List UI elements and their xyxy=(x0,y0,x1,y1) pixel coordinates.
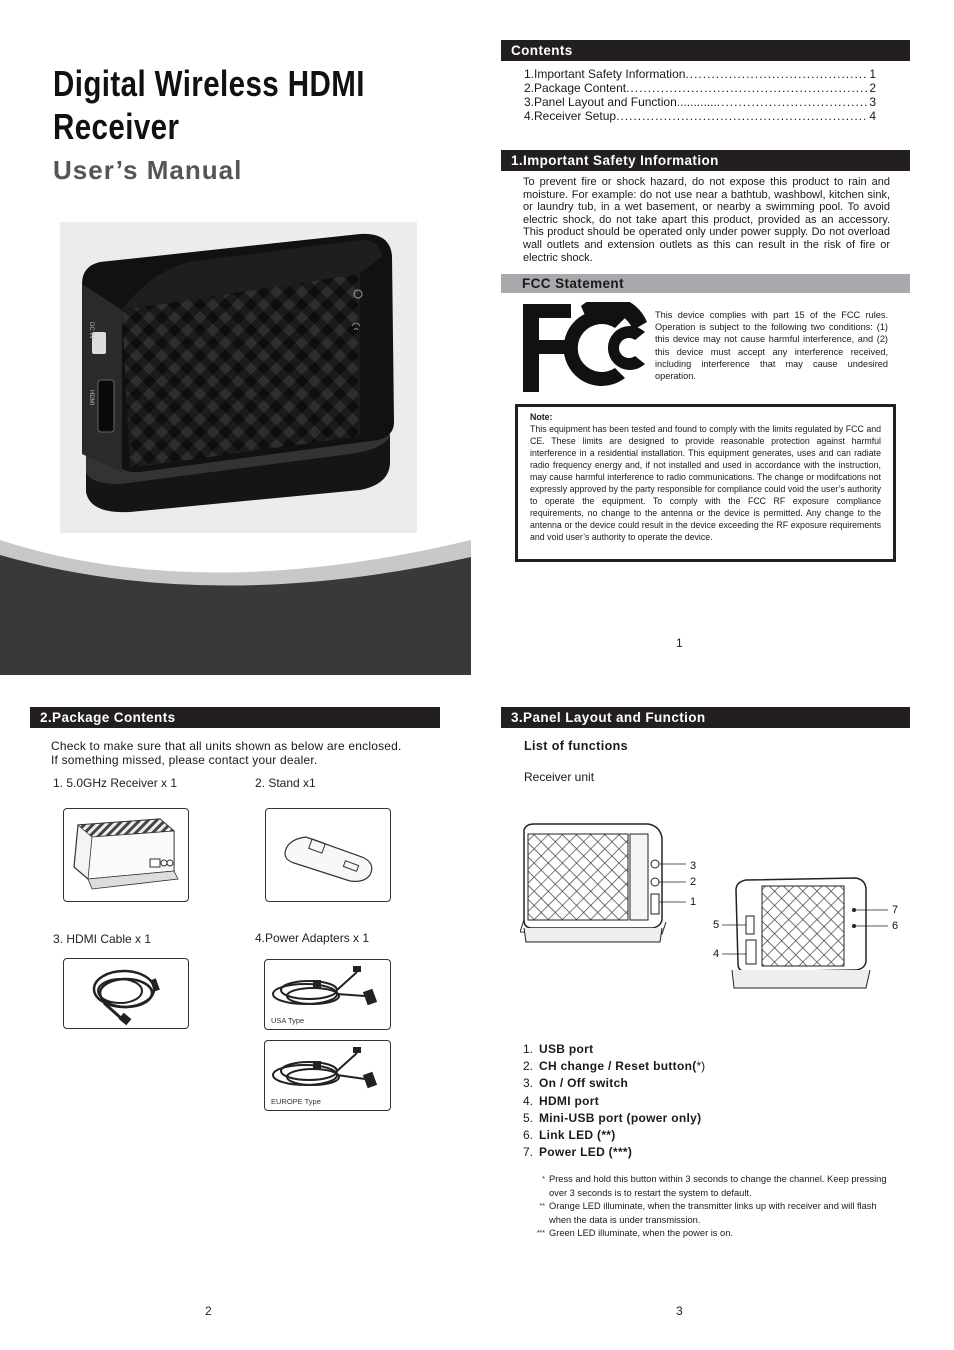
hdmi-cable-image xyxy=(63,958,189,1029)
note-title: Note: xyxy=(530,412,553,422)
function-item: 7.Power LED (***) xyxy=(523,1145,633,1160)
package-item-label: 4.Power Adapters x 1 xyxy=(255,931,370,945)
title-line-1: Digital Wireless HDMI xyxy=(53,63,365,104)
page-number-2: 2 xyxy=(205,1304,212,1318)
fcc-statement-text: This device complies with part 15 of the… xyxy=(655,310,888,382)
function-item: 1.USB port xyxy=(523,1042,594,1056)
contents-header: Contents xyxy=(501,40,910,61)
safety-header: 1.Important Safety Information xyxy=(501,150,910,171)
callout-1: 1 xyxy=(690,896,697,908)
package-item-label: 2. Stand x1 xyxy=(255,776,316,790)
receiver-panel-diagram xyxy=(519,820,900,1000)
fcc-header: FCC Statement xyxy=(501,274,910,293)
table-of-contents: 1.Important Safety Information1 2.Packag… xyxy=(524,67,876,123)
package-item-label: 1. 5.0GHz Receiver x 1 xyxy=(53,776,178,790)
callout-3: 3 xyxy=(690,860,697,872)
page-number-3: 3 xyxy=(676,1304,683,1318)
footnote: **Orange LED illuminate, when the transm… xyxy=(539,1201,877,1225)
function-item: 3.On / Off switch xyxy=(523,1076,629,1091)
manual-title: Digital Wireless HDMI Receiver xyxy=(53,62,397,148)
package-contents-header: 2.Package Contents xyxy=(30,707,440,728)
toc-item[interactable]: 1.Important Safety Information1 xyxy=(524,67,876,81)
function-item: 6.Link LED (**) xyxy=(523,1128,616,1143)
receiver-image xyxy=(63,808,189,902)
callout-5: 5 xyxy=(713,919,720,931)
function-item: 5.Mini-USB port (power only) xyxy=(523,1110,702,1125)
footnotes: *Press and hold this button within 3 sec… xyxy=(536,1173,896,1241)
callout-6: 6 xyxy=(892,920,899,932)
footnote: ***Green LED illuminate, when the power … xyxy=(536,1228,733,1239)
callout-2: 2 xyxy=(690,876,697,888)
cover-band xyxy=(0,535,471,675)
function-list: 1.USB port 2.CH change / Reset button(*)… xyxy=(523,1041,705,1161)
package-intro: Check to make sure that all units shown … xyxy=(51,739,402,767)
safety-text: To prevent fire or shock hazard, do not … xyxy=(523,176,890,264)
page-number-1: 1 xyxy=(676,636,683,650)
callout-4: 4 xyxy=(713,948,720,960)
receiver-unit-label: Receiver unit xyxy=(524,770,595,784)
panel-layout-header: 3.Panel Layout and Function xyxy=(501,707,910,728)
function-item: 4.HDMI port xyxy=(523,1093,600,1108)
list-of-functions-heading: List of functions xyxy=(524,739,629,753)
title-line-2: Receiver xyxy=(53,106,180,147)
dc-in-label: DC IN xyxy=(88,322,94,338)
fcc-note-box: Note: This equipment has been tested and… xyxy=(515,404,896,562)
power-adapter-europe-image: EUROPE Type xyxy=(264,1040,391,1111)
europe-type-label: EUROPE Type xyxy=(271,1097,321,1106)
toc-item[interactable]: 4.Receiver Setup4 xyxy=(524,109,876,123)
note-text: This equipment has been tested and found… xyxy=(530,424,881,542)
power-adapter-usa-image: USA Type xyxy=(264,959,391,1030)
package-item-label: 3. HDMI Cable x 1 xyxy=(53,932,152,946)
hdmi-port-label: HDMI xyxy=(88,390,94,406)
toc-item[interactable]: 3.Panel Layout and Function............ … xyxy=(524,95,876,109)
toc-item[interactable]: 2.Package Content2 xyxy=(524,81,876,95)
fcc-logo-icon xyxy=(521,296,650,394)
stand-image xyxy=(265,808,391,902)
usa-type-label: USA Type xyxy=(271,1016,305,1025)
callout-7: 7 xyxy=(892,904,899,916)
footnote: *Press and hold this button within 3 sec… xyxy=(542,1174,887,1198)
product-photo: DC IN HDMI xyxy=(60,222,417,533)
manual-subtitle: User’s Manual xyxy=(53,155,243,185)
function-item: 2.CH change / Reset button(*) xyxy=(523,1059,706,1074)
